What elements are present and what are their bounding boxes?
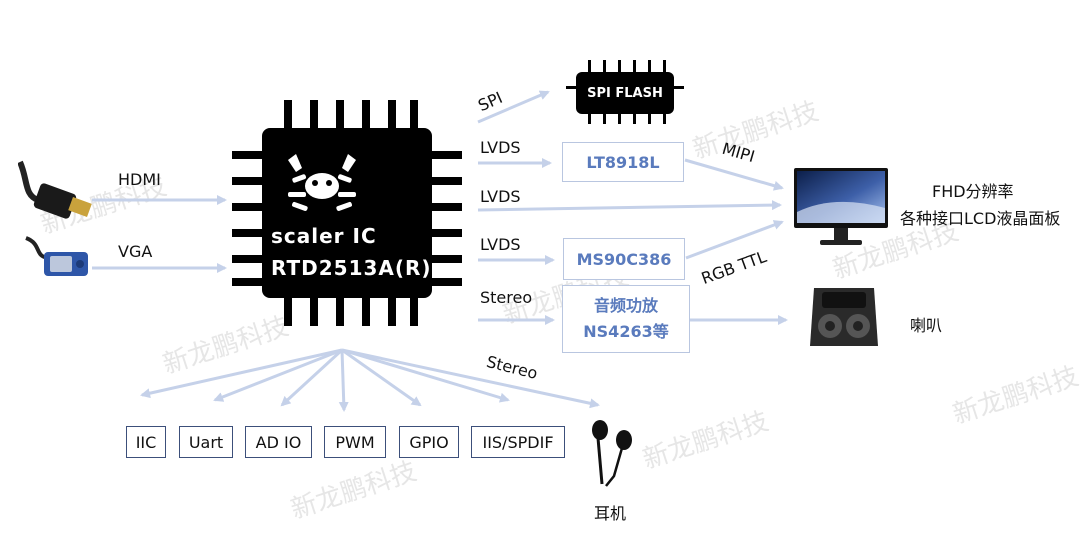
spi-flash-label: SPI FLASH [576,72,674,114]
lvds-label-3: LVDS [480,235,521,254]
vga-cable-image [25,236,88,276]
audio-amp-line2: NS4263等 [583,322,669,341]
arrow-pwm [338,349,349,412]
peripheral-iis-spdif: IIS/SPDIF [471,426,565,458]
chip-label-line1: scaler IC [271,224,377,248]
arrow-mipi [684,158,784,191]
arrow-uart [213,348,343,402]
audio-amp-line1: 音频功放 [593,296,658,315]
audio-amp-box: 音频功放 NS4263等 [562,285,690,353]
arrow-stereo-earphone [341,348,600,409]
lvds-label-2: LVDS [480,187,521,206]
speaker-image [810,288,878,346]
speaker-label: 喇叭 [910,316,943,335]
arrow-adio [280,348,344,407]
arrow-iis [341,348,510,403]
arrow-lvds-display [477,200,782,212]
peripheral-pwm: PWM [324,426,386,458]
crab-logo-icon [288,154,356,211]
vga-label: VGA [118,242,153,261]
hdmi-cable-image [18,160,92,219]
arrow-spi [477,90,550,124]
lt8918l-box: LT8918L [562,142,684,182]
peripheral-gpio: GPIO [399,426,459,458]
peripheral-ad-io: AD IO [245,426,312,458]
hdmi-label: HDMI [118,170,161,189]
ms90c386-box: MS90C386 [563,238,685,280]
arrow-iic [140,348,343,399]
arrow-rgb-ttl [685,220,784,260]
display-label-line1: FHD分辨率 [932,182,1014,201]
display-label-line2: 各种接口LCD液晶面板 [900,209,1061,228]
stereo-label-1: Stereo [480,288,533,307]
lvds-label-1: LVDS [480,138,521,157]
earphone-label: 耳机 [594,504,627,523]
arrow-gpio [341,348,422,407]
peripheral-iic: IIC [126,426,166,458]
lcd-monitor-image [794,168,888,245]
earphone-icon [592,420,632,487]
peripheral-uart: Uart [179,426,233,458]
chip-label-line2: RTD2513A(R) [271,256,432,280]
